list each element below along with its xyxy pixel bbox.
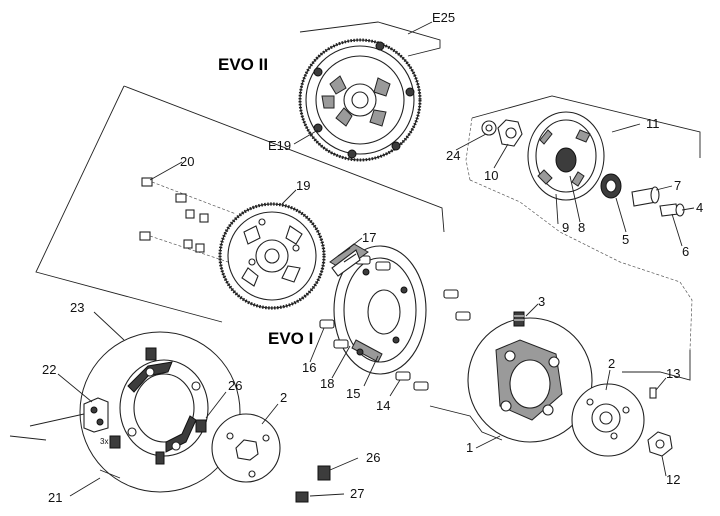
evo2-flywheel [298, 38, 422, 162]
part-label-26-upper: 26 [228, 378, 242, 393]
bracket-22 [83, 397, 109, 433]
part-label-19: 19 [296, 178, 310, 193]
plate-2-right [571, 383, 645, 457]
evo2-label: EVO II [218, 55, 268, 74]
part-label-e25: E25 [432, 10, 455, 25]
assembly-1-frame [429, 350, 691, 441]
bolts-20 [139, 177, 237, 263]
evo1-frame [35, 85, 445, 323]
evo1-label: EVO I [268, 329, 313, 348]
part-label-9: 9 [562, 220, 569, 235]
part-label-5: 5 [622, 232, 629, 247]
part-label-16: 16 [302, 360, 316, 375]
bolts-14 [395, 289, 471, 391]
part-label-2-right: 2 [608, 356, 615, 371]
part-label-14: 14 [376, 398, 390, 413]
part-label-17: 17 [362, 230, 376, 245]
part-label-23: 23 [70, 300, 84, 315]
part-label-27: 27 [350, 486, 364, 501]
clutch-plate-18 [333, 245, 427, 375]
part-label-26-lower: 26 [366, 450, 380, 465]
spring-26 [317, 465, 331, 481]
part-label-6: 6 [682, 244, 689, 259]
part-label-21: 21 [48, 490, 62, 505]
spring-3 [513, 311, 525, 327]
part-label-22: 22 [42, 362, 56, 377]
evo2-frame [299, 21, 441, 57]
part-label-11: 11 [646, 116, 660, 131]
part-label-24: 24 [446, 148, 460, 163]
assembly-11 [481, 111, 685, 217]
part-label-10: 10 [484, 168, 498, 183]
part-label-12: 12 [666, 472, 680, 487]
springs-21 [109, 347, 207, 465]
hub-17 [329, 243, 369, 277]
pin-13 [649, 387, 657, 399]
part-label-1: 1 [466, 440, 473, 455]
quantity-note-3x: 3x [100, 437, 108, 446]
part-label-7: 7 [674, 178, 681, 193]
part-label-18: 18 [320, 376, 334, 391]
part-label-e19: E19 [268, 138, 291, 153]
nut-12 [647, 431, 673, 457]
part-label-8: 8 [578, 220, 585, 235]
part-label-15: 15 [346, 386, 360, 401]
assembly-11-frame [465, 95, 701, 351]
spring-27 [295, 491, 309, 503]
part-label-13: 13 [666, 366, 680, 381]
part-label-2-left: 2 [280, 390, 287, 405]
plate-2-left [211, 413, 281, 483]
part-label-3: 3 [538, 294, 545, 309]
part-label-4: 4 [696, 200, 703, 215]
leader-lines [57, 21, 695, 497]
part-label-20: 20 [180, 154, 194, 169]
shoe-assembly-23 [79, 331, 241, 493]
ring-gear-19 [218, 202, 326, 310]
clutch-drum-1 [467, 317, 593, 443]
